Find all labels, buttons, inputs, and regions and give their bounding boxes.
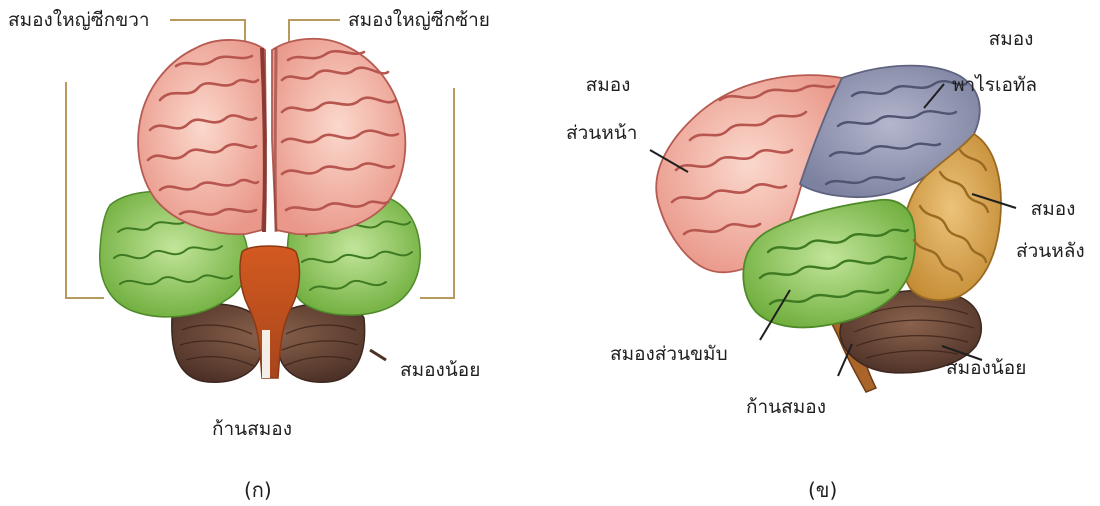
label-frontal-line2: ส่วนหน้า bbox=[566, 122, 637, 144]
label-occipital-line2: ส่วนหลัง bbox=[1016, 240, 1085, 262]
label-occipital-line1: สมอง bbox=[1020, 198, 1086, 220]
label-frontal-line1: สมอง bbox=[580, 74, 636, 96]
label-temporal: สมองส่วนขมับ bbox=[610, 343, 728, 365]
label-parietal-line2: พาไรเอทัล bbox=[952, 74, 1037, 96]
label-right-cerebrum: สมองใหญ่ซีกขวา bbox=[8, 9, 150, 31]
label-cerebellum-front: สมองน้อย bbox=[400, 359, 480, 381]
label-left-cerebrum: สมองใหญ่ซีกซ้าย bbox=[348, 9, 490, 31]
caption-figure-b: (ข) bbox=[808, 478, 837, 502]
caption-figure-a: (ก) bbox=[244, 478, 272, 502]
label-cerebellum-side: สมองน้อย bbox=[946, 357, 1026, 379]
label-brainstem-front: ก้านสมอง bbox=[212, 418, 292, 440]
label-brainstem-side: ก้านสมอง bbox=[746, 396, 826, 418]
brain-front-view bbox=[66, 20, 454, 382]
label-parietal-line1: สมอง bbox=[980, 28, 1042, 50]
